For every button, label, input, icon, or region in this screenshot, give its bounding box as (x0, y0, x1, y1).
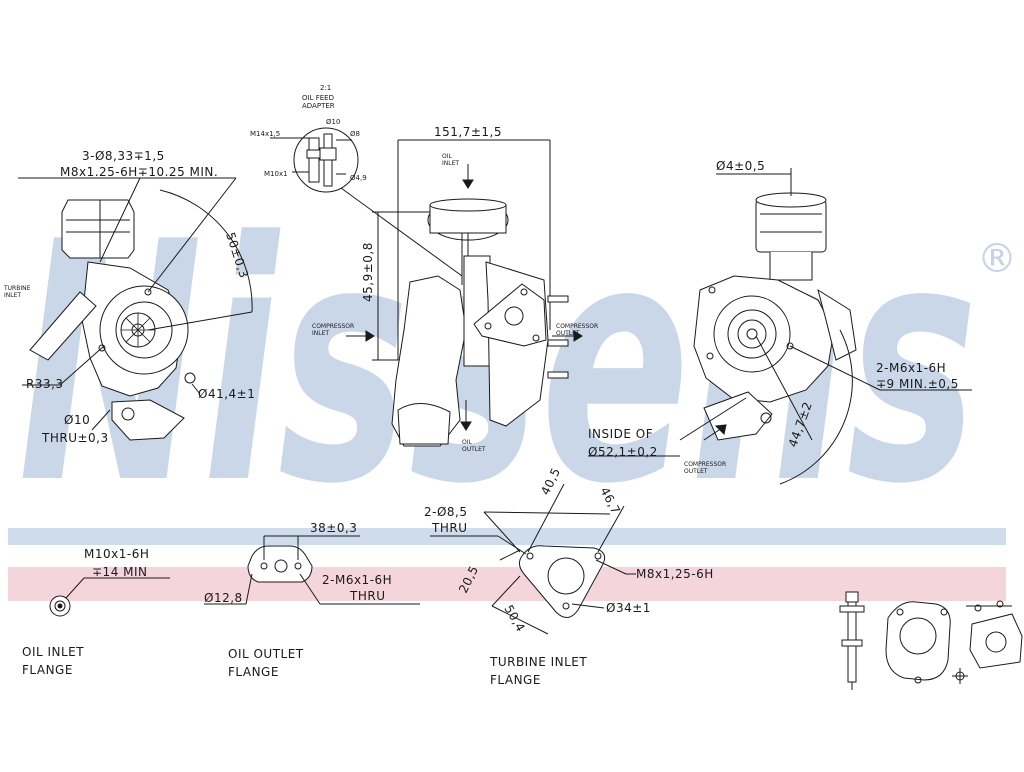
caption-oil-outlet-1: OIL OUTLET (228, 647, 304, 661)
label-adapter-d49: Ø4,9 (350, 174, 367, 182)
label-d34: Ø34±1 (606, 601, 651, 615)
caption-oil-outlet-2: FLANGE (228, 665, 279, 679)
label-holes-85-thru: THRU (431, 521, 467, 535)
label-d504: 50,4 (501, 603, 527, 635)
label-d10: Ø10 (64, 413, 90, 427)
label-oil-inlet-depth: ∓14 MIN (92, 565, 148, 579)
label-m8-depth: M8x1.25-6H∓10.25 MIN. (60, 165, 218, 179)
label-holes-3: 3-Ø8,33∓1,5 (82, 149, 165, 163)
caption-turbine-inlet-2: FLANGE (490, 673, 541, 687)
label-adapter-m14: M14x1,5 (250, 130, 280, 138)
label-m6-depth: ∓9 MIN.±0,5 (876, 377, 959, 391)
turbine-inlet-flange (430, 483, 636, 635)
label-r333: R33,3 (26, 377, 64, 391)
caption-oil-inlet-2: FLANGE (22, 663, 73, 677)
label-oil-inlet-thread: M10x1-6H (84, 547, 149, 561)
label-adapter-d8: Ø8 (350, 130, 360, 138)
oil-feed-adapter-detail (270, 127, 359, 193)
label-holes-85: 2-Ø8,5 (424, 505, 468, 519)
label-d128: Ø12,8 (204, 591, 243, 605)
label-inside-of: INSIDE OF (588, 427, 653, 441)
label-adapter-d10: Ø10 (326, 118, 340, 126)
oil-inlet-flange (49, 577, 170, 617)
label-h459: 45,9±0,8 (361, 242, 375, 302)
registered-mark: ® (977, 236, 1017, 282)
turbo-left-view (18, 177, 253, 441)
turbo-side-view (329, 139, 583, 447)
label-m6-thru-a: 2-M6x1-6H (322, 573, 392, 587)
label-m8-turbine: M8x1,25-6H (636, 567, 714, 581)
label-d521: Ø52,1±0,2 (588, 445, 658, 459)
label-d4: Ø4±0,5 (716, 159, 765, 173)
label-adapter-scale: 2:1 (320, 84, 331, 92)
caption-oil-inlet-1: OIL INLET (22, 645, 84, 659)
caption-turbine-inlet-1: TURBINE INLET (489, 655, 587, 669)
accessory-parts (839, 591, 1023, 690)
oil-outlet-flange (204, 535, 420, 605)
turbo-right-view (588, 168, 972, 485)
label-thru03: THRU±0,3 (41, 431, 109, 445)
label-m6-thru-b: THRU (349, 589, 385, 603)
label-adapter-m10: M10x1 (264, 170, 288, 178)
label-m6-title: 2-M6x1-6H (876, 361, 946, 375)
band-blue (8, 528, 1006, 545)
label-d414: Ø41,4±1 (198, 387, 255, 401)
label-w1517: 151,7±1,5 (434, 125, 502, 139)
band-pink (8, 567, 1006, 601)
label-w38: 38±0,3 (310, 521, 357, 535)
